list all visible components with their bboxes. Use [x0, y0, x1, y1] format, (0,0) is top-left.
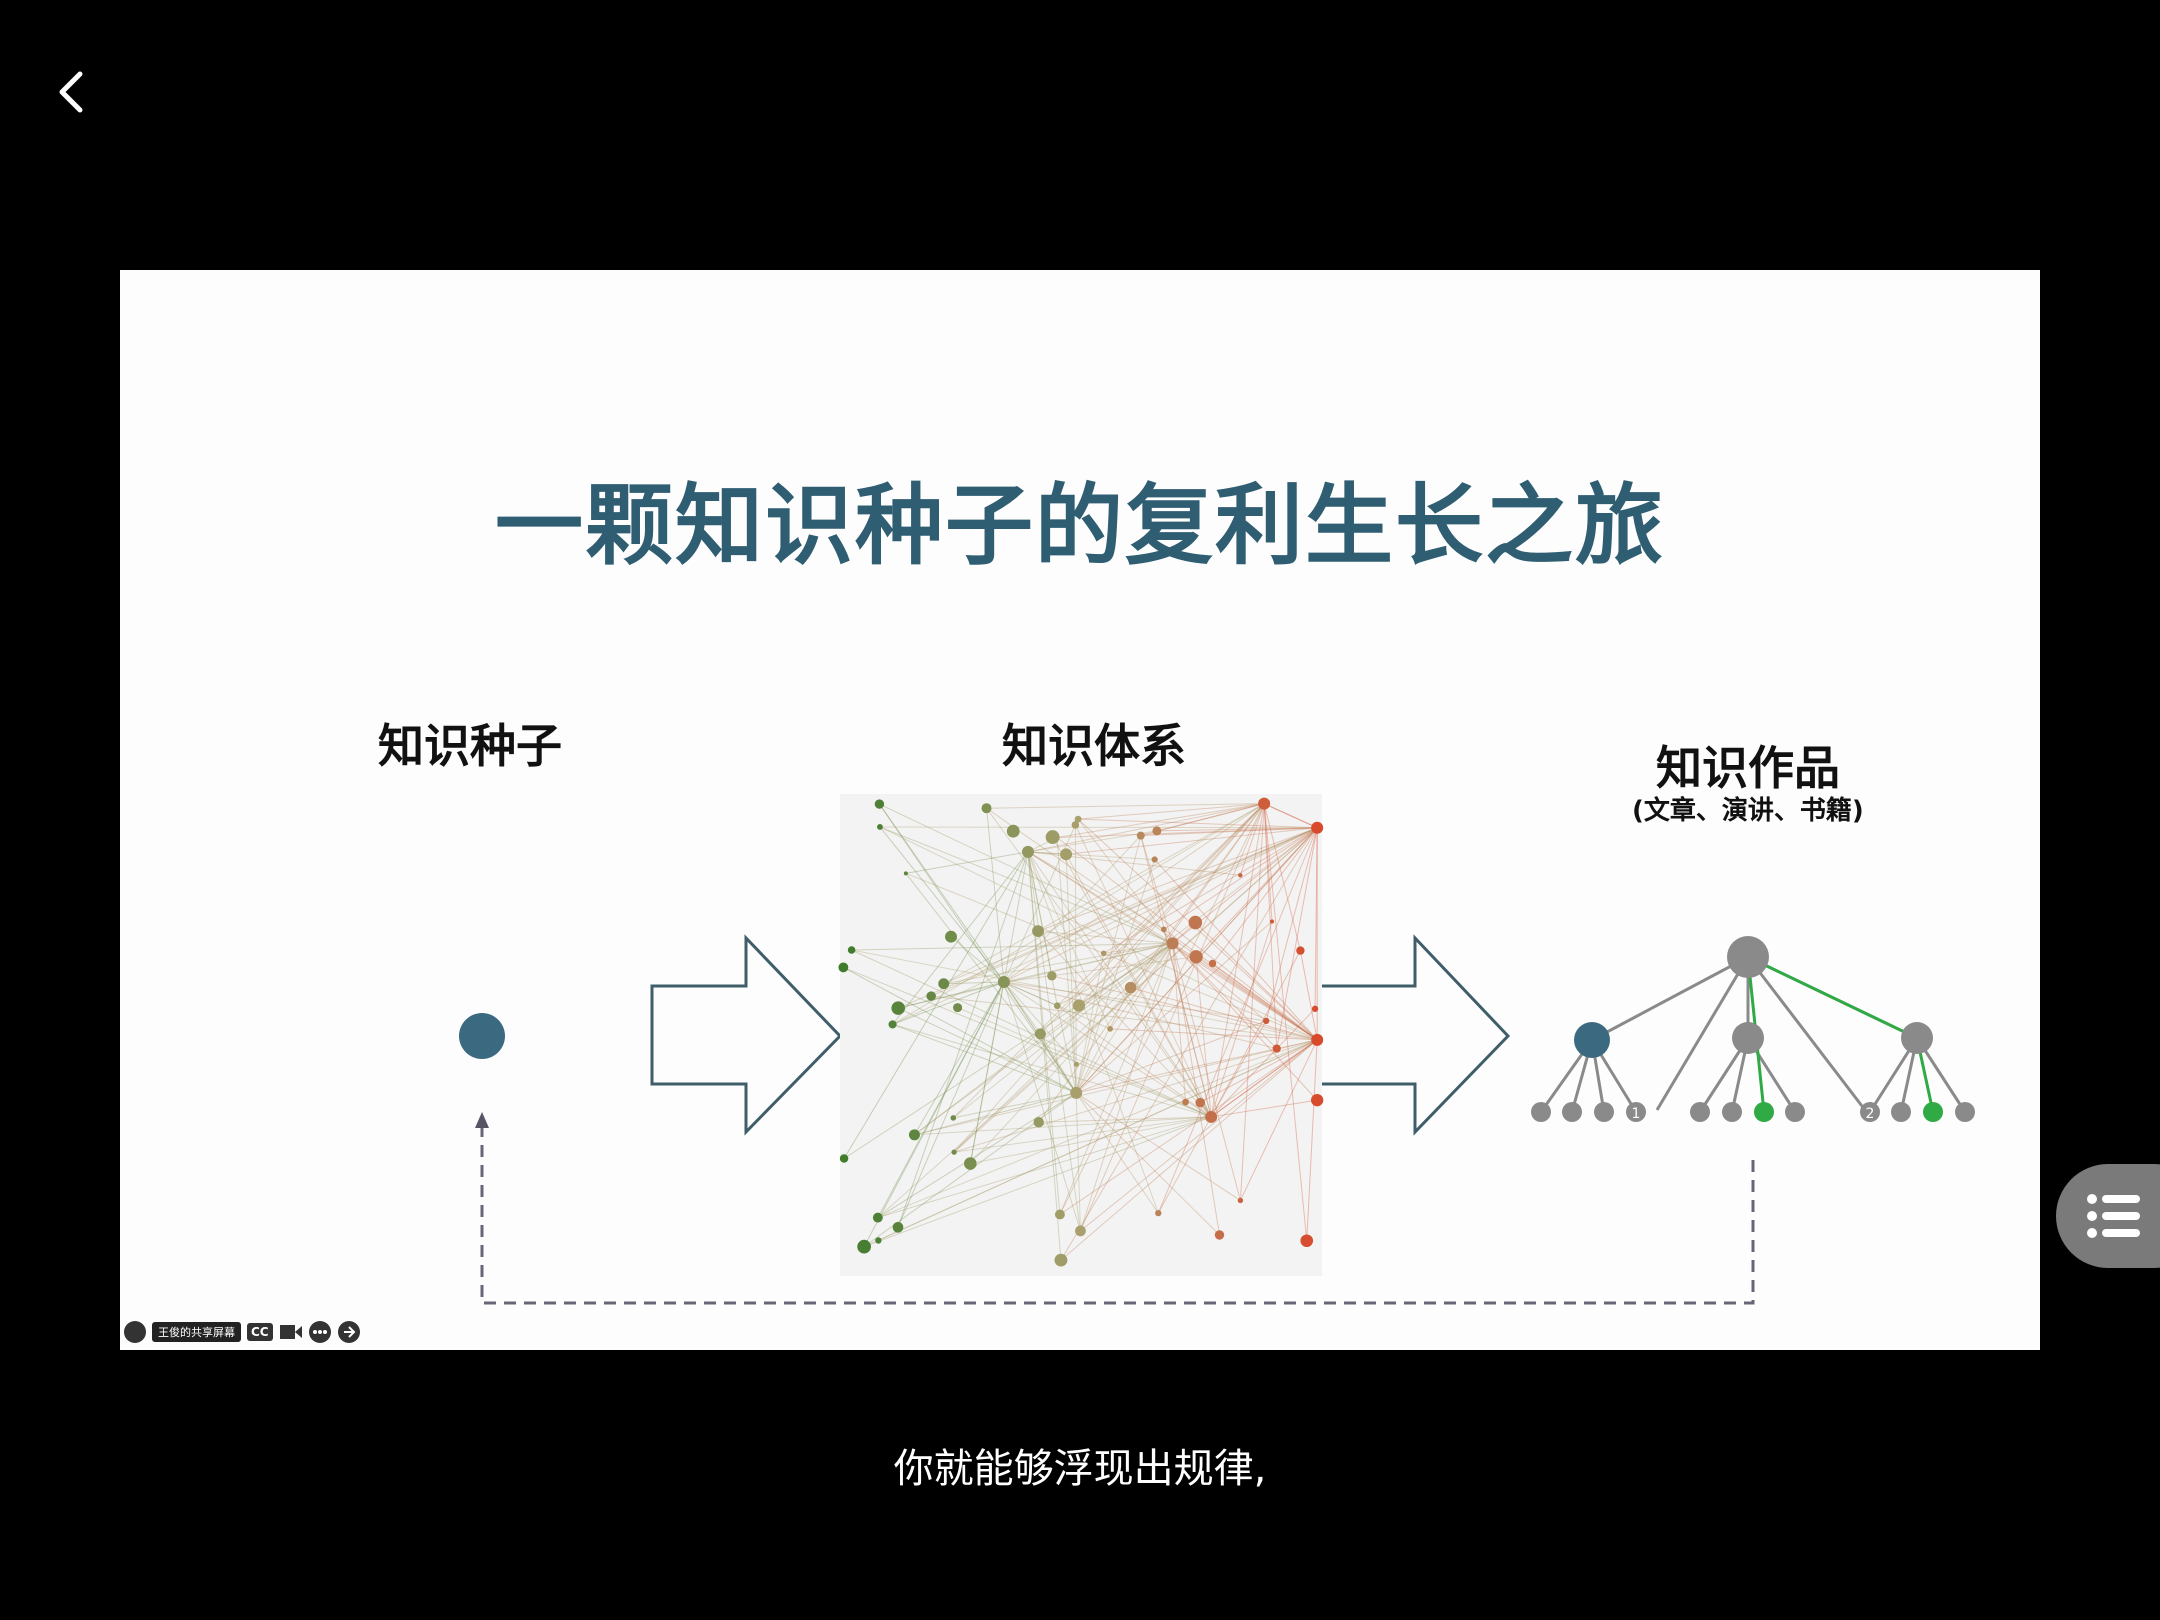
- chevron-left-icon: [59, 71, 83, 113]
- stage-sublabel-works: (文章、演讲、书籍): [1632, 796, 1864, 826]
- tree-badge: 2: [1866, 1106, 1875, 1122]
- video-caption: 你就能够浮现出规律,: [893, 1446, 1267, 1492]
- video-icon[interactable]: [279, 1322, 303, 1342]
- list-icon: [2087, 1194, 2140, 1238]
- growth-diagram: 1 2: [459, 794, 1975, 1305]
- feedback-dashed-line: [480, 1120, 1755, 1305]
- stage-label-system: 知识体系: [1002, 719, 1186, 773]
- tree-node: [1901, 1022, 1933, 1054]
- block-arrow-right-icon: [650, 934, 843, 1136]
- knowledge-network-graph: [838, 794, 1324, 1276]
- shared-screen-slide: 一颗知识种子的复利生长之旅 知识种子 知识体系 知识作品 (文章、演讲、书籍): [120, 270, 2040, 1350]
- stage-label-works: 知识作品: [1656, 741, 1840, 795]
- tree-node: [1732, 1022, 1764, 1054]
- share-status-icon: [124, 1321, 146, 1343]
- tree-root-node: [1727, 936, 1769, 978]
- knowledge-works-tree: 1 2: [1531, 936, 1975, 1122]
- block-arrow-right-icon: [1318, 934, 1511, 1136]
- share-owner-label: 王俊的共享屏幕: [152, 1322, 241, 1342]
- screen-share-toolbar: 王俊的共享屏幕 CC: [124, 1318, 361, 1346]
- more-icon[interactable]: [308, 1321, 331, 1343]
- stage-label-seed: 知识种子: [378, 719, 562, 773]
- tree-node-seed: [1574, 1022, 1610, 1058]
- slide-title: 一颗知识种子的复利生长之旅: [494, 474, 1665, 577]
- menu-button[interactable]: [2056, 1164, 2160, 1268]
- arrow-right-circle-icon[interactable]: [337, 1320, 361, 1344]
- seed-node: [459, 1013, 505, 1059]
- back-button[interactable]: [50, 62, 98, 122]
- feedback-arrowhead-icon: [475, 1112, 489, 1128]
- tree-badge: 1: [1632, 1106, 1641, 1122]
- cc-icon[interactable]: CC: [247, 1323, 273, 1341]
